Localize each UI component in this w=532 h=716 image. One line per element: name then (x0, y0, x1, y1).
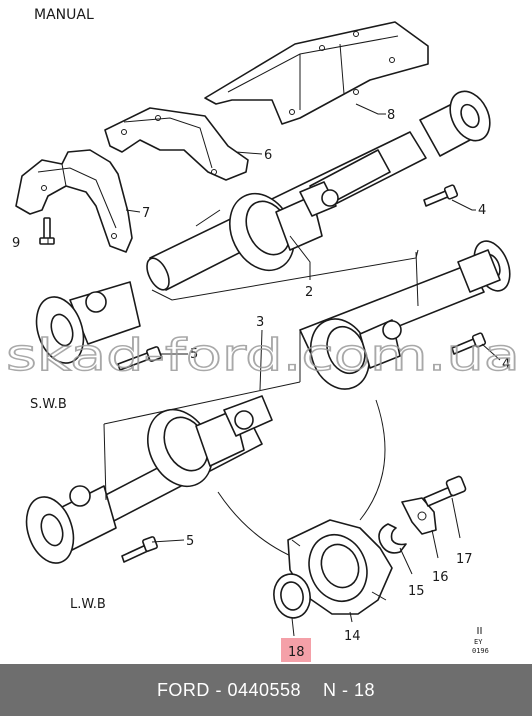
callout-7: 7 (142, 206, 150, 221)
footer-gap (301, 680, 323, 701)
leader-lines (47, 103, 501, 637)
callout-14: 14 (344, 629, 361, 644)
figure-code-line1: EY (474, 638, 483, 646)
clip-part-15 (378, 523, 407, 554)
callout-5-lower: 5 (186, 534, 194, 549)
washer-plate-part-16 (401, 497, 437, 535)
watermark: skad-ford.com.ua (6, 330, 520, 381)
section-label-lwb: L.W.B (70, 597, 106, 612)
footer-separator: - (209, 679, 228, 700)
crossmember-bracket-part (104, 107, 249, 181)
callout-8: 8 (387, 108, 395, 123)
bolt-part-4-lwb (451, 332, 487, 355)
swb-propshaft-assembly (35, 90, 491, 364)
bolt-part-17 (423, 475, 467, 507)
callout-15: 15 (408, 584, 425, 599)
figure-code: EY 0196 (472, 627, 489, 655)
figure-code-line2: 0196 (472, 647, 489, 655)
callout-2: 2 (305, 285, 313, 300)
footer-part-number: 0440558 (227, 679, 302, 700)
heat-shield-part (204, 21, 429, 125)
callout-3: 3 (256, 315, 264, 330)
exploded-parts-diagram: MANUAL (5, 7, 521, 662)
bolt-part-4-upper (423, 184, 459, 207)
callout-17: 17 (456, 552, 473, 567)
bolt-part-9 (39, 217, 55, 245)
callout-9: 9 (12, 236, 20, 251)
bolt-part-5-swb (117, 346, 162, 371)
footer-page: N - 18 (323, 679, 376, 700)
footer-brand: FORD (156, 679, 210, 700)
seal-ring-part-18 (273, 573, 311, 619)
callout-16: 16 (432, 570, 449, 585)
callout-5-upper: 5 (190, 347, 198, 362)
callout-6: 6 (264, 148, 272, 163)
callout-4-lower: 4 (502, 357, 510, 372)
diagram-header: MANUAL (34, 7, 94, 23)
callout-18: 18 (288, 645, 305, 660)
highlighted-callout-box (281, 638, 311, 662)
section-label-swb: S.W.B (30, 397, 67, 412)
support-bracket-part (15, 149, 133, 253)
footer-bar: FORD - 0440558 N - 18 (0, 664, 532, 716)
callout-4-upper: 4 (478, 203, 486, 218)
lwb-propshaft-assembly (25, 240, 511, 564)
bolt-part-5-lwb (121, 536, 158, 563)
centre-bearing-part-14 (287, 519, 393, 615)
